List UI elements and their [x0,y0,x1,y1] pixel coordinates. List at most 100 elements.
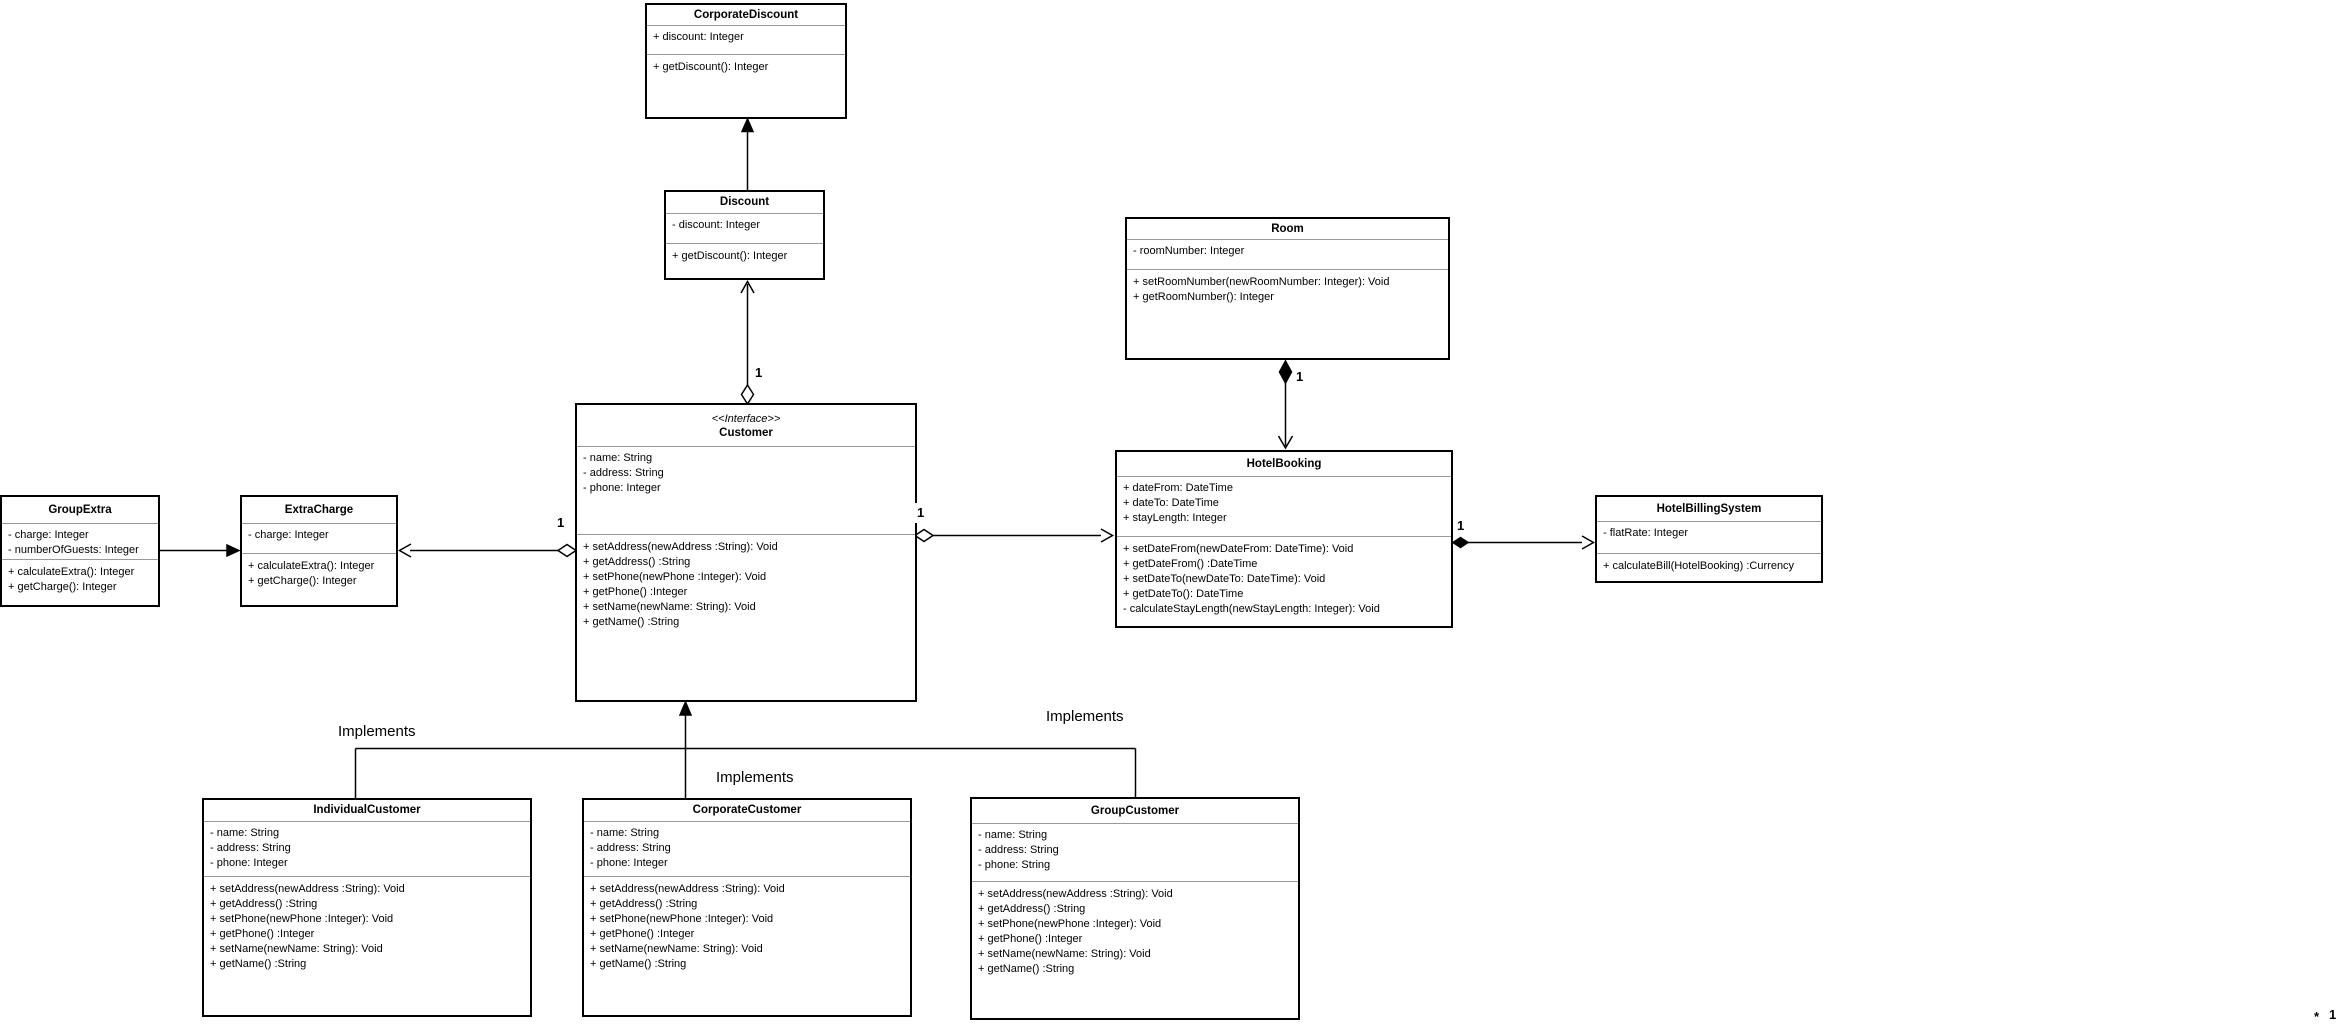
method-line: + calculateExtra(): Integer [8,566,135,578]
attribute-line: - phone: Integer [583,482,661,494]
method-line: + getPhone() :Integer [590,928,695,940]
implements-label-left[interactable]: Implements [338,723,416,740]
class-attributes-group-extra: - charge: Integer- numberOfGuests: Integ… [2,524,158,560]
class-title-hotel-booking: HotelBooking [1117,452,1451,477]
method-line: + calculateBill(HotelBooking) :Currency [1603,560,1795,572]
method-line: + getName() :String [583,616,680,628]
method-line: + setName(newName: String): Void [590,943,763,955]
method-line: + setPhone(newPhone :Integer): Void [583,571,767,583]
class-name: CorporateCustomer [692,804,802,816]
method-line: + getDateFrom() :DateTime [1123,558,1258,570]
class-methods-hotel-booking: + setDateFrom(newDateFrom: DateTime): Vo… [1117,537,1451,626]
class-title-extra-charge: ExtraCharge [242,497,396,524]
attribute-line: - phone: Integer [590,857,668,869]
method-line: + getAddress() :String [590,898,698,910]
class-title-room: Room [1127,219,1448,240]
method-line: + getCharge(): Integer [8,581,117,593]
connector-composition-room-hotelbooking[interactable] [1277,359,1294,450]
connector-association-groupextra-extracharge[interactable] [160,543,241,558]
class-corporate-discount[interactable]: CorporateDiscount+ discount: Integer + ge… [645,3,847,119]
multiplicity-label-customer-hotelbooking[interactable]: 1 [915,503,927,523]
class-name: GroupCustomer [1090,804,1180,817]
method-line: + setAddress(newAddress :String): Void [978,888,1173,900]
class-methods-group-customer: + setAddress(newAddress :String): Void + … [972,882,1298,1018]
class-methods-individual-customer: + setAddress(newAddress :String): Void+ … [204,877,530,1015]
class-attributes-room: - roomNumber: Integer [1127,240,1448,270]
connector-composition-hotelbooking-billing[interactable] [1451,535,1596,550]
class-methods-corporate-customer: + setAddress(newAddress :String): Void + … [584,877,910,1015]
class-room[interactable]: Room- roomNumber: Integer + setRoomNumber… [1125,217,1450,360]
attribute-line: - address: String [590,842,671,854]
attribute-line: - phone: String [978,859,1051,871]
class-title-corporate-discount: CorporateDiscount [647,5,845,26]
attribute-line: + dateFrom: DateTime [1123,482,1233,494]
method-line: + setPhone(newPhone :Integer): Void [978,918,1162,930]
multiplicity-label-customer-discount[interactable]: 1 [753,363,765,383]
attribute-line: - name: String [978,829,1048,841]
method-line: + setAddress(newAddress :String): Void [590,883,785,895]
class-discount[interactable]: Discount- discount: Integer+ getDiscount… [664,190,825,280]
method-line: + setPhone(newPhone :Integer): Void [590,913,774,925]
class-hotel-billing-system[interactable]: HotelBillingSystem - flatRate: Integer + c… [1595,495,1823,583]
class-attributes-customer: - name: String - address: String - phone: … [577,447,915,535]
method-line: + getName() :String [590,958,687,970]
implements-label-right[interactable]: Implements [1046,708,1124,725]
method-line: + getCharge(): Integer [248,575,357,587]
connector-generalization-discount-corporatediscount[interactable] [740,117,755,190]
class-group-extra[interactable]: GroupExtra- charge: Integer- numberOfGue… [0,495,160,607]
attribute-line: - name: String [590,827,660,839]
method-line: + setName(newName: String): Void [210,943,383,955]
connector-aggregation-customer-hotelbooking[interactable] [913,528,1115,543]
method-line: + getDateTo(): DateTime [1123,588,1244,600]
multiplicity-label-customer-extracharge[interactable]: 1 [555,513,567,533]
class-group-customer[interactable]: GroupCustomer - name: String - address: St… [970,797,1300,1020]
method-line: + getDiscount(): Integer [672,250,788,262]
class-title-customer: <<Interface>>Customer [577,405,915,447]
method-line: + getRoomNumber(): Integer [1133,291,1274,303]
attribute-line: - phone: Integer [210,857,288,869]
class-corporate-customer[interactable]: CorporateCustomer - name: String - address… [582,798,912,1017]
class-attributes-discount: - discount: Integer [666,214,823,244]
class-title-corporate-customer: CorporateCustomer [584,800,910,822]
connector-aggregation-customer-discount[interactable] [740,279,755,406]
implements-label-middle[interactable]: Implements [716,769,794,786]
method-line: + setName(newName: String): Void [978,948,1151,960]
class-attributes-hotel-booking: + dateFrom: DateTime + dateTo: DateTime + … [1117,477,1451,537]
method-line: + getDiscount(): Integer [653,61,769,73]
connector-aggregation-customer-extracharge[interactable] [397,543,578,558]
method-line: + getPhone() :Integer [978,933,1083,945]
multiplicity-label-room-hotelbooking[interactable]: 1 [1294,367,1306,387]
class-individual-customer[interactable]: IndividualCustomer- name: String- addres… [202,798,532,1017]
attribute-line: - discount: Integer [672,219,761,231]
method-line: + setDateFrom(newDateFrom: DateTime): Vo… [1123,543,1354,555]
connector-implements-tree[interactable] [354,700,1137,798]
attribute-line: + dateTo: DateTime [1123,497,1219,509]
attribute-line: - address: String [583,467,664,479]
multiplicity-label-corner-one[interactable]: 1 [2327,1005,2339,1025]
attribute-line: - name: String [583,452,653,464]
method-line: + getPhone() :Integer [583,586,688,598]
class-name: HotelBillingSystem [1656,502,1762,515]
class-title-group-customer: GroupCustomer [972,799,1298,824]
attribute-line: - flatRate: Integer [1603,527,1688,539]
class-attributes-extra-charge: - charge: Integer [242,524,396,554]
class-title-hotel-billing-system: HotelBillingSystem [1597,497,1821,522]
multiplicity-label-hotelbooking-billing[interactable]: 1 [1455,516,1467,536]
class-attributes-corporate-discount: + discount: Integer [647,26,845,55]
class-methods-extra-charge: + calculateExtra(): Integer + getCharge()… [242,554,396,605]
class-name: IndividualCustomer [313,804,421,816]
attribute-line: + stayLength: Integer [1123,512,1227,524]
method-line: + setAddress(newAddress :String): Void [583,541,778,553]
class-methods-corporate-discount: + getDiscount(): Integer [647,55,845,117]
class-customer[interactable]: <<Interface>>Customer - name: String - add… [575,403,917,702]
attribute-line: - address: String [978,844,1059,856]
method-line: + getName() :String [210,958,307,970]
multiplicity-label-corner-star[interactable]: * [2312,1007,2322,1027]
method-line: + setPhone(newPhone :Integer): Void [210,913,394,925]
method-line: + setRoomNumber(newRoomNumber: Integer):… [1133,276,1390,288]
class-extra-charge[interactable]: ExtraCharge- charge: Integer+ calculateE… [240,495,398,607]
method-line: + calculateExtra(): Integer [248,560,375,572]
class-hotel-booking[interactable]: HotelBooking + dateFrom: DateTime + dateTo… [1115,450,1453,628]
